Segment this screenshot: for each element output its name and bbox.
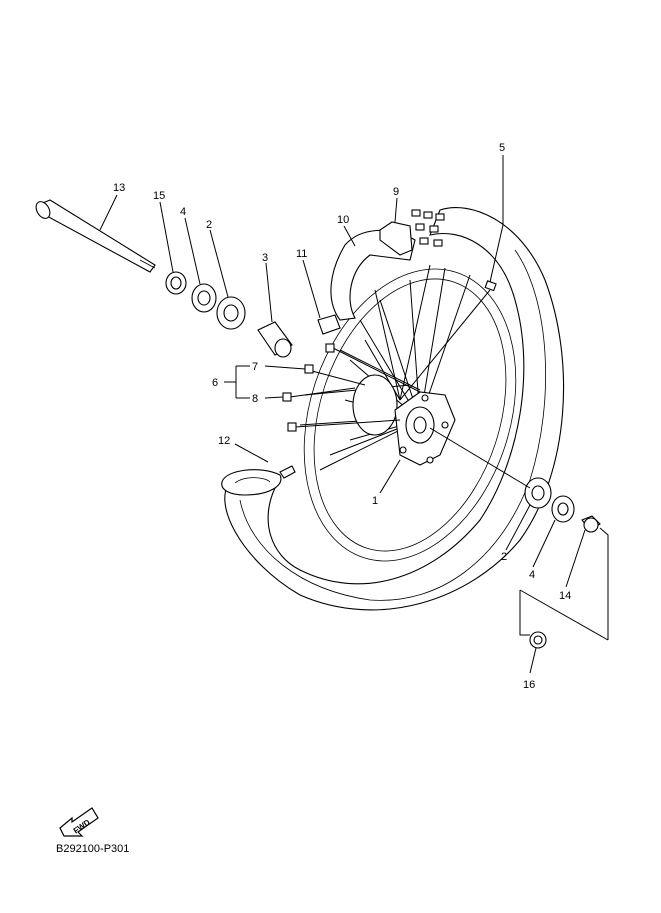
callout-numbers: 13 15 4 2 3 11 10 9 5 7 6 8 12 1 2 4 14 … [113,142,571,691]
spacer [257,321,293,358]
callout-1: 1 [372,495,378,507]
callout-12: 12 [218,435,230,447]
callout-8: 8 [252,393,258,405]
tire-knobs [379,209,445,256]
bearing-right [524,477,552,509]
callout-13: 13 [113,182,125,194]
drawing-code: B292100-P301 [56,843,130,855]
callout-5: 5 [499,142,505,154]
callout-4-left: 4 [180,206,186,218]
spokes [299,264,491,471]
callout-16: 16 [523,679,535,691]
leader-lines [99,155,609,674]
callout-6: 6 [212,377,218,389]
spoke-set [282,343,421,432]
callout-15: 15 [153,190,165,202]
callout-10: 10 [337,214,349,226]
callout-9: 9 [393,186,399,198]
callout-14: 14 [559,590,571,602]
oil-seal-right [551,495,575,523]
callout-2-left: 2 [206,219,212,231]
callout-3: 3 [262,252,268,264]
tire [224,207,565,611]
collar-15 [165,271,187,295]
oil-seal-left [191,283,217,313]
spoke-nipple [484,280,497,292]
callout-4-right: 4 [529,569,535,581]
rim-lock [317,314,341,335]
rim-band [330,229,416,321]
inner-tube [221,465,296,496]
collar-14 [581,515,601,533]
rim [303,268,517,562]
collar-16 [529,631,547,649]
callout-11: 11 [296,248,307,260]
bearing-left [216,296,246,330]
callout-2-right: 2 [501,551,507,563]
hub [352,374,456,466]
front-axle [35,199,156,273]
callout-7: 7 [252,361,258,373]
fwd-arrow-icon: FWD [59,807,99,837]
